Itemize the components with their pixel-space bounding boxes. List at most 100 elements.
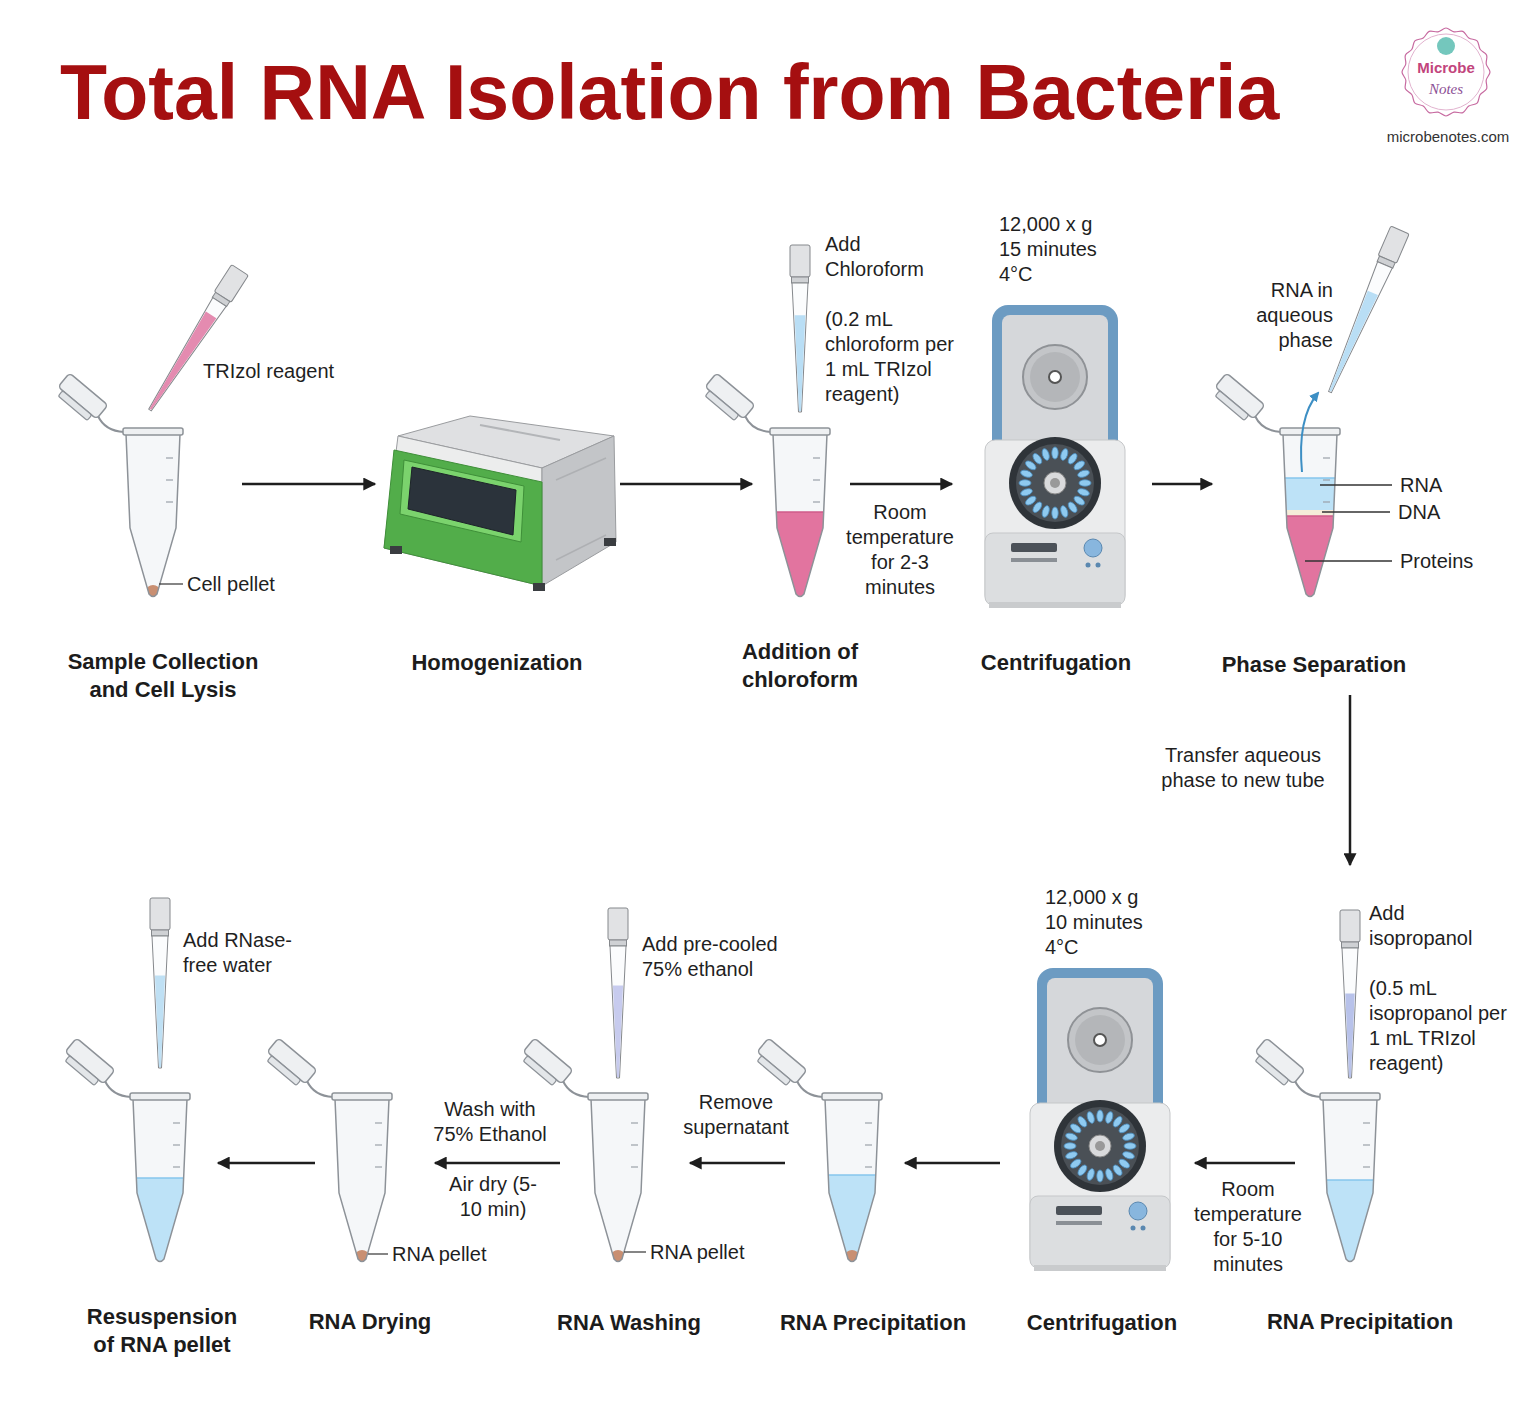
tube-graduation xyxy=(813,501,820,502)
flow-arrow xyxy=(850,483,952,486)
microcentrifuge-tube xyxy=(61,1038,190,1265)
machine-detail xyxy=(556,458,606,480)
pipette-liquid xyxy=(1325,291,1378,394)
process-step: RNA Precipitation xyxy=(1295,865,1390,1270)
tube-liquid xyxy=(1280,478,1340,510)
tube-graduation xyxy=(166,457,173,458)
tube-outline xyxy=(1283,434,1337,597)
edge-label: Room temperature for 5-10 minutes xyxy=(1191,1177,1306,1277)
tube-rim xyxy=(123,428,183,435)
tube-cap-plug xyxy=(58,391,92,421)
centrifuge-base xyxy=(989,602,1121,608)
annotation-label: Proteins xyxy=(1400,549,1473,574)
pipette-tip xyxy=(143,298,226,415)
tube-hinge xyxy=(563,1081,589,1097)
tube-hinge xyxy=(797,1081,823,1097)
pipette xyxy=(150,898,170,1068)
pipette-collar xyxy=(610,940,627,946)
tube-graduation xyxy=(166,501,173,502)
edge-label: Transfer aqueous phase to new tube xyxy=(1148,743,1338,793)
tube-hinge xyxy=(1255,416,1281,432)
button xyxy=(1129,1202,1147,1220)
tube-cap-plug xyxy=(705,391,739,421)
transfer-arrow xyxy=(1301,393,1318,472)
screen xyxy=(408,467,516,535)
tube-outline xyxy=(1323,1099,1377,1262)
tube-outline xyxy=(825,1099,879,1262)
tube-graduation xyxy=(173,1166,180,1167)
tube-liquid xyxy=(130,1178,190,1265)
process-step: RNA Drying xyxy=(315,1000,435,1270)
tube-cap xyxy=(263,1038,317,1089)
rotor-slot xyxy=(1118,1122,1131,1134)
pipette-tip xyxy=(610,946,626,1078)
tube-graduation xyxy=(813,479,820,480)
rotor-hub xyxy=(1050,478,1060,488)
display xyxy=(1056,1221,1102,1225)
tube-rim xyxy=(130,1093,190,1100)
leader-line xyxy=(159,583,183,584)
annotation-label: 12,000 x g 10 minutes 4°C xyxy=(1045,885,1160,960)
step-caption: Centrifugation xyxy=(956,649,1156,677)
tube-graduation xyxy=(865,1144,872,1145)
pipette xyxy=(142,265,249,416)
rotor-slot xyxy=(1059,448,1069,461)
tube-cap-plug xyxy=(757,1056,791,1086)
tube-liquid xyxy=(1320,1180,1380,1265)
tube-liquid xyxy=(822,1175,882,1265)
tube-graduation xyxy=(375,1122,382,1123)
rotor-slot xyxy=(1097,1110,1103,1122)
rotor-slot xyxy=(1079,480,1091,486)
pipette-tip xyxy=(792,283,808,412)
tube-cap-plug xyxy=(65,1056,99,1086)
tube-cap-plug xyxy=(523,1056,557,1086)
process-step: Centrifugation xyxy=(1000,960,1195,1270)
annotation-label: RNA xyxy=(1400,473,1442,498)
rotor-slot xyxy=(1059,505,1069,518)
process-step: Homogenization xyxy=(375,415,620,595)
process-step: Sample Collection and Cell Lysis xyxy=(118,265,242,600)
tube-rim xyxy=(1280,428,1340,435)
tube-hinge xyxy=(105,1081,131,1097)
centrifuge-base xyxy=(1034,1265,1166,1271)
tube-cap-plug xyxy=(267,1056,301,1086)
machine-foot xyxy=(604,538,616,546)
button xyxy=(1084,539,1102,557)
tube-graduation xyxy=(1323,501,1330,502)
tube-outline xyxy=(133,1099,187,1262)
tube-graduation xyxy=(1323,479,1330,480)
pipette-grip xyxy=(1340,910,1360,942)
rotor-slot xyxy=(1024,495,1037,507)
microcentrifuge-tube xyxy=(1251,1038,1380,1265)
centrifuge-panel xyxy=(1030,1196,1170,1268)
liquid-surface xyxy=(822,1174,882,1176)
tube-cap xyxy=(753,1038,807,1089)
liquid-surface xyxy=(1280,477,1340,479)
flow-arrow xyxy=(1349,695,1352,865)
rotor-slot xyxy=(1077,469,1090,479)
machine-face xyxy=(384,450,542,586)
rotor-slot xyxy=(1104,1168,1114,1181)
leader-line xyxy=(368,1253,388,1254)
tube-hinge xyxy=(98,416,124,432)
microcentrifuge-tube xyxy=(753,1038,882,1265)
tube-rim xyxy=(822,1093,882,1100)
rotor-slot xyxy=(1052,507,1058,519)
tube-graduation xyxy=(813,457,820,458)
rotor xyxy=(1016,444,1094,522)
leader-line xyxy=(1322,511,1390,513)
rotor-slot xyxy=(1019,480,1031,486)
microcentrifuge-tube xyxy=(519,1038,648,1262)
annotation-label: Add Chloroform xyxy=(825,232,945,282)
process-step: Resuspension of RNA pellet xyxy=(100,890,218,1270)
tube-cap xyxy=(519,1038,573,1089)
logo-badge xyxy=(1402,28,1490,116)
tube-cap xyxy=(701,373,755,424)
microcentrifuge-tube xyxy=(54,373,183,597)
tube-outline xyxy=(773,434,827,597)
rotor-slot xyxy=(1031,452,1043,465)
tube-cap-plug xyxy=(1215,391,1249,421)
tube-graduation xyxy=(1323,457,1330,458)
